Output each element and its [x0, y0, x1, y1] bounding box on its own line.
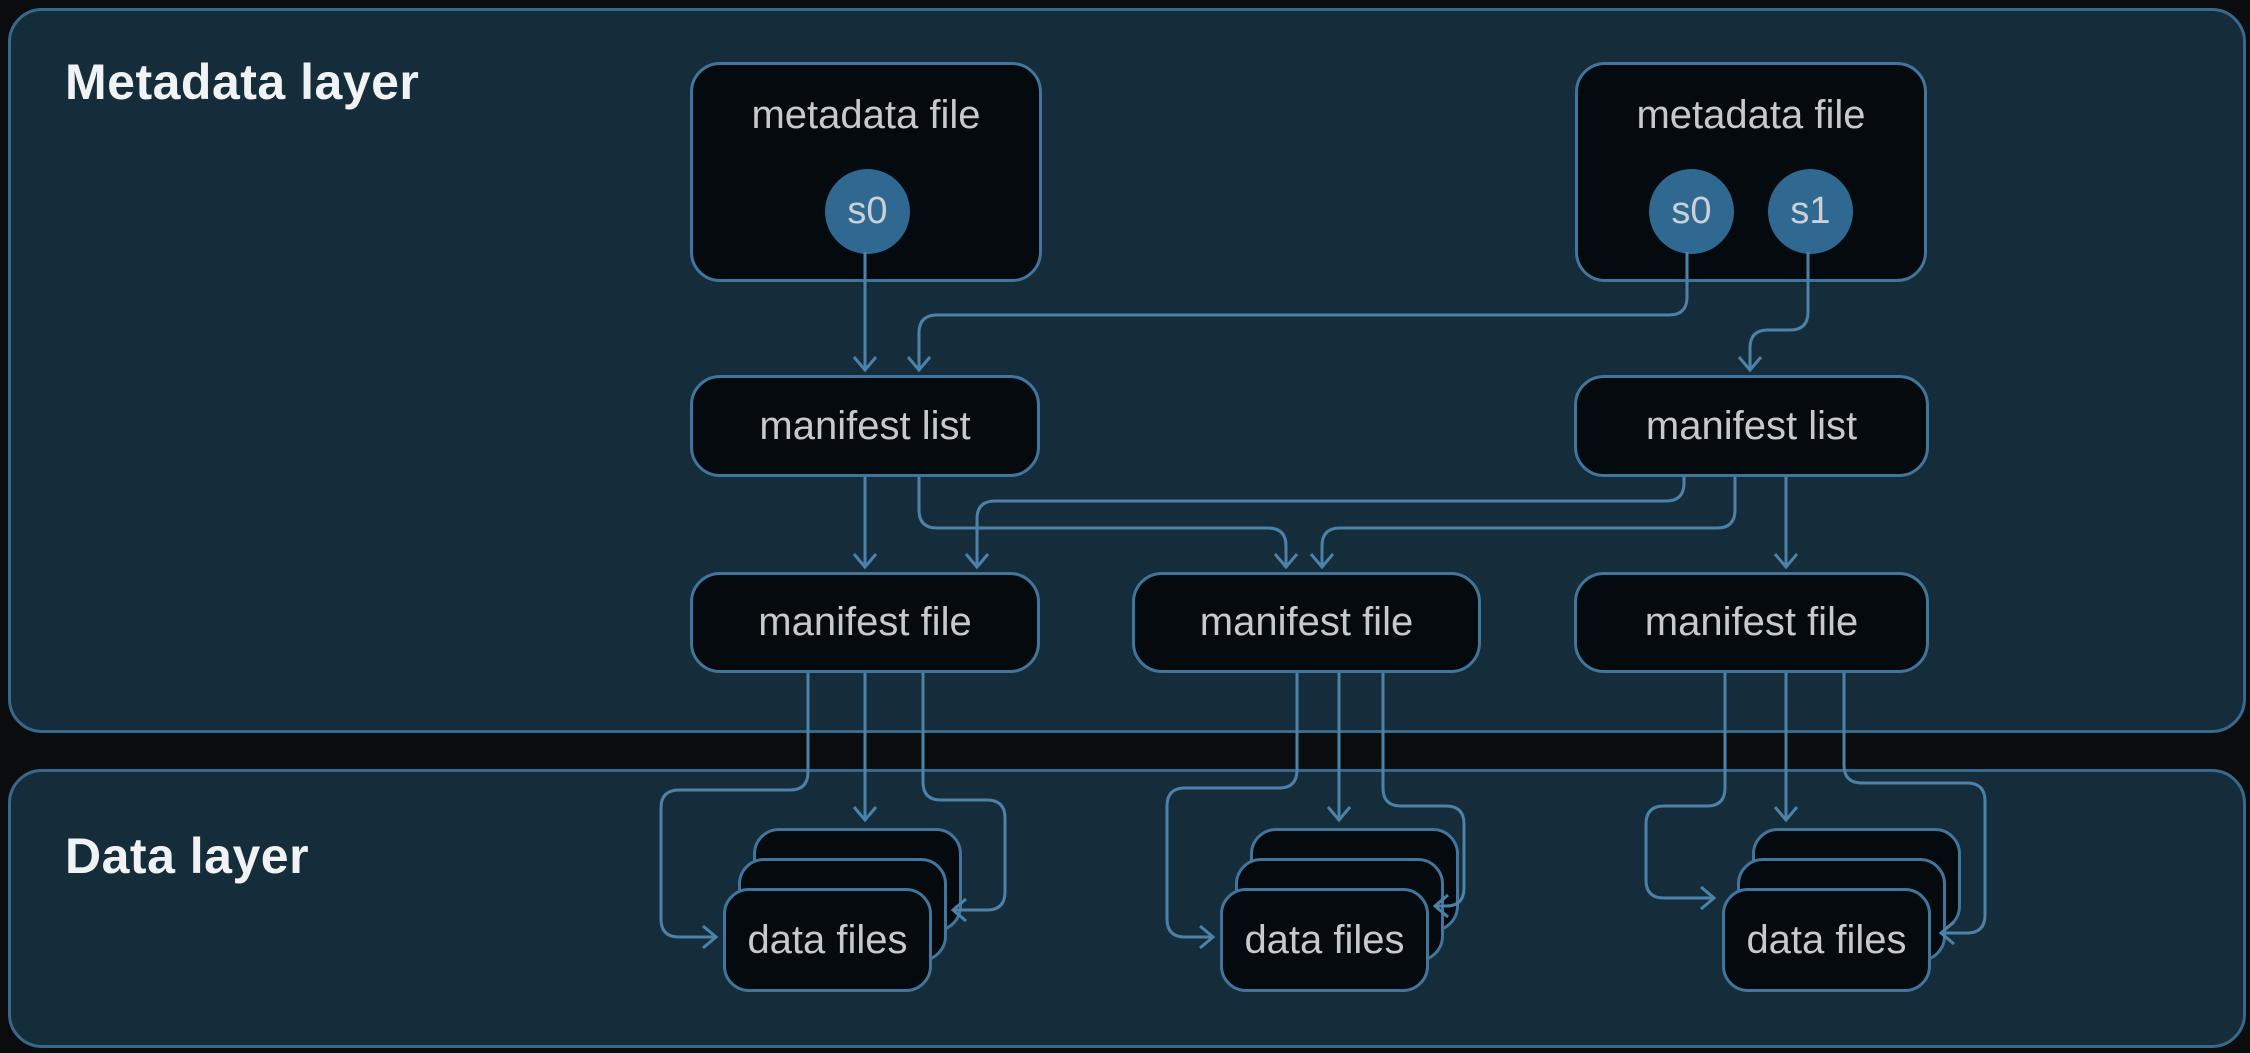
manifest-file-1-label: manifest file — [758, 600, 972, 644]
data-files-2-node: data files — [1220, 888, 1429, 992]
metadata-file-1-label: metadata file — [751, 93, 981, 137]
manifest-list-1-node: manifest list — [690, 375, 1040, 477]
metadata-file-2-node: metadata file s0 s1 — [1575, 62, 1927, 282]
metadata-file-1-node: metadata file s0 — [690, 62, 1042, 282]
data-files-2-label: data files — [1244, 917, 1405, 962]
metadata-file-2-label: metadata file — [1636, 93, 1866, 137]
data-files-1-node: data files — [723, 888, 932, 992]
manifest-list-1-label: manifest list — [759, 403, 971, 448]
snapshot-s0-badge: s0 — [825, 169, 910, 254]
manifest-file-3-label: manifest file — [1644, 600, 1859, 644]
manifest-file-2-node: manifest file — [1132, 572, 1481, 673]
manifest-list-2-node: manifest list — [1574, 375, 1929, 477]
snapshot-s0-badge: s0 — [1649, 169, 1734, 254]
data-layer-title: Data layer — [65, 828, 310, 884]
data-files-3-label: data files — [1746, 917, 1907, 962]
metadata-layer-title: Metadata layer — [65, 54, 420, 110]
manifest-file-1-node: manifest file — [690, 572, 1040, 673]
data-files-3-node: data files — [1722, 888, 1931, 992]
manifest-list-2-label: manifest list — [1645, 403, 1858, 448]
snapshot-s1-badge: s1 — [1768, 169, 1853, 254]
manifest-file-2-label: manifest file — [1199, 600, 1414, 644]
data-files-1-label: data files — [747, 917, 908, 962]
manifest-file-3-node: manifest file — [1574, 572, 1929, 673]
